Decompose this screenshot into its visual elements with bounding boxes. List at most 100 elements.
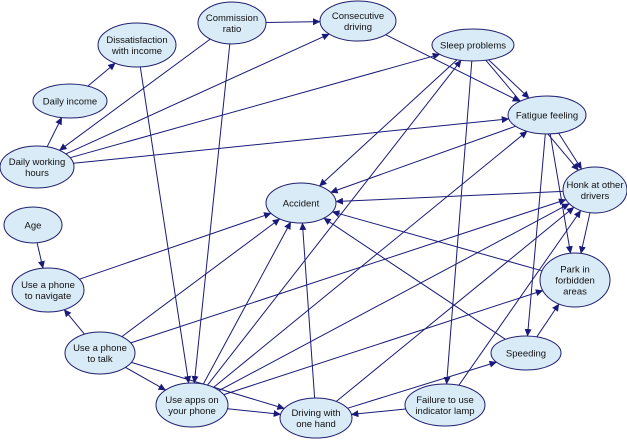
- edge-apps-to-sleep: [207, 59, 462, 386]
- node-label: Use a phone: [73, 343, 127, 354]
- node-ellipse: [507, 95, 587, 135]
- node-label: to navigate: [25, 291, 71, 302]
- node-ellipse: [197, 1, 267, 45]
- node-ellipse: [562, 166, 627, 214]
- edge-consecutive-to-fatigue: [385, 34, 521, 102]
- edge-talk-to-honk: [130, 198, 567, 344]
- node-ellipse: [279, 397, 353, 439]
- node-accident: Accident: [265, 182, 337, 224]
- node-ellipse: [319, 0, 397, 42]
- node-age: Age: [3, 206, 63, 244]
- node-ellipse: [0, 145, 75, 189]
- node-ellipse: [97, 22, 177, 68]
- edge-age-to-navigate: [36, 242, 45, 269]
- node-label: areas: [563, 287, 587, 298]
- edge-speeding-to-accident: [323, 217, 506, 340]
- edge-sleep-to-indicator: [443, 60, 473, 385]
- edge-indicator-to-onehand: [350, 408, 406, 418]
- edge-honk-to-accident: [335, 190, 564, 205]
- edge-apps-to-onehand: [227, 408, 282, 418]
- node-label: Fatigue feeling: [516, 111, 578, 122]
- node-label: Sleep problems: [440, 41, 506, 52]
- edge-commission-to-daily_hours: [59, 38, 211, 151]
- node-label: your phone: [168, 406, 216, 417]
- edge-daily_hours-to-fatigue: [73, 116, 510, 164]
- node-label: Driving with: [291, 408, 340, 419]
- node-speeding: Speeding: [490, 335, 562, 371]
- edge-fatigue-to-accident: [330, 125, 516, 194]
- edge-commission-to-apps: [191, 43, 231, 384]
- node-label: drivers: [581, 191, 610, 202]
- edge-honk-to-park: [579, 212, 591, 254]
- edge-dissatisfaction-to-apps: [139, 66, 192, 384]
- edge-fatigue-to-park: [549, 133, 573, 254]
- edge-talk-to-apps: [125, 366, 167, 391]
- edge-apps-to-park: [223, 289, 544, 396]
- node-label: Consecutive: [332, 11, 384, 22]
- node-label: Speeding: [506, 349, 546, 360]
- node-label: hours: [25, 168, 49, 179]
- node-ellipse: [539, 252, 611, 308]
- edge-sleep-to-accident: [319, 59, 458, 187]
- edge-fatigue-to-honk: [558, 132, 583, 170]
- edge-daily_hours-to-daily_income: [46, 117, 63, 148]
- edge-sleep-to-fatigue: [488, 59, 530, 99]
- node-ellipse: [3, 206, 63, 244]
- node-label: Daily working: [9, 157, 66, 168]
- node-label: to talk: [87, 354, 113, 365]
- node-label: Failure to use: [416, 395, 474, 406]
- edge-onehand-to-honk: [335, 206, 575, 402]
- edge-apps-to-fatigue: [213, 130, 528, 388]
- node-ellipse: [431, 28, 515, 62]
- edge-fatigue-to-speeding: [524, 133, 546, 337]
- edge-onehand-to-speeding: [347, 360, 497, 409]
- node-ellipse: [11, 267, 85, 313]
- node-label: Daily income: [43, 97, 97, 108]
- node-label: ratio: [223, 24, 241, 35]
- edge-daily_hours-to-consecutive: [65, 33, 330, 155]
- node-ellipse: [404, 383, 486, 427]
- edge-commission-to-consecutive: [265, 18, 321, 26]
- node-label: Dissatisfaction: [106, 35, 167, 46]
- edge-onehand-to-accident: [299, 222, 316, 399]
- edge-talk-to-accident: [121, 218, 281, 338]
- node-daily-income: Daily income: [32, 83, 108, 119]
- edge-indicator-to-honk: [458, 210, 582, 386]
- edge-talk-to-navigate: [63, 309, 85, 335]
- node-ellipse: [64, 331, 136, 375]
- node-label: Accident: [283, 199, 320, 210]
- edge-speeding-to-park: [536, 303, 560, 338]
- node-label: Park in: [560, 265, 590, 276]
- edge-apps-to-honk: [218, 203, 570, 391]
- node-label: driving: [344, 22, 372, 33]
- edge-apps-to-accident: [202, 221, 292, 385]
- node-ellipse: [155, 382, 229, 428]
- edge-daily_hours-to-sleep: [70, 52, 441, 159]
- node-ellipse: [32, 83, 108, 119]
- node-label: forbidden: [555, 276, 595, 287]
- node-label: Commission: [206, 13, 258, 24]
- edge-navigate-to-accident: [79, 212, 272, 280]
- node-label: Use a phone: [21, 280, 75, 291]
- node-label: with income: [111, 46, 162, 57]
- edge-park-to-accident: [331, 210, 543, 272]
- node-ellipse: [490, 335, 562, 371]
- node-sleep: Sleep problems: [431, 28, 515, 62]
- edge-daily_income-to-dissatisfaction: [87, 62, 116, 87]
- node-fatigue: Fatigue feeling: [507, 95, 587, 135]
- node-label: indicator lamp: [415, 406, 474, 417]
- node-label: Honk at other: [566, 180, 623, 191]
